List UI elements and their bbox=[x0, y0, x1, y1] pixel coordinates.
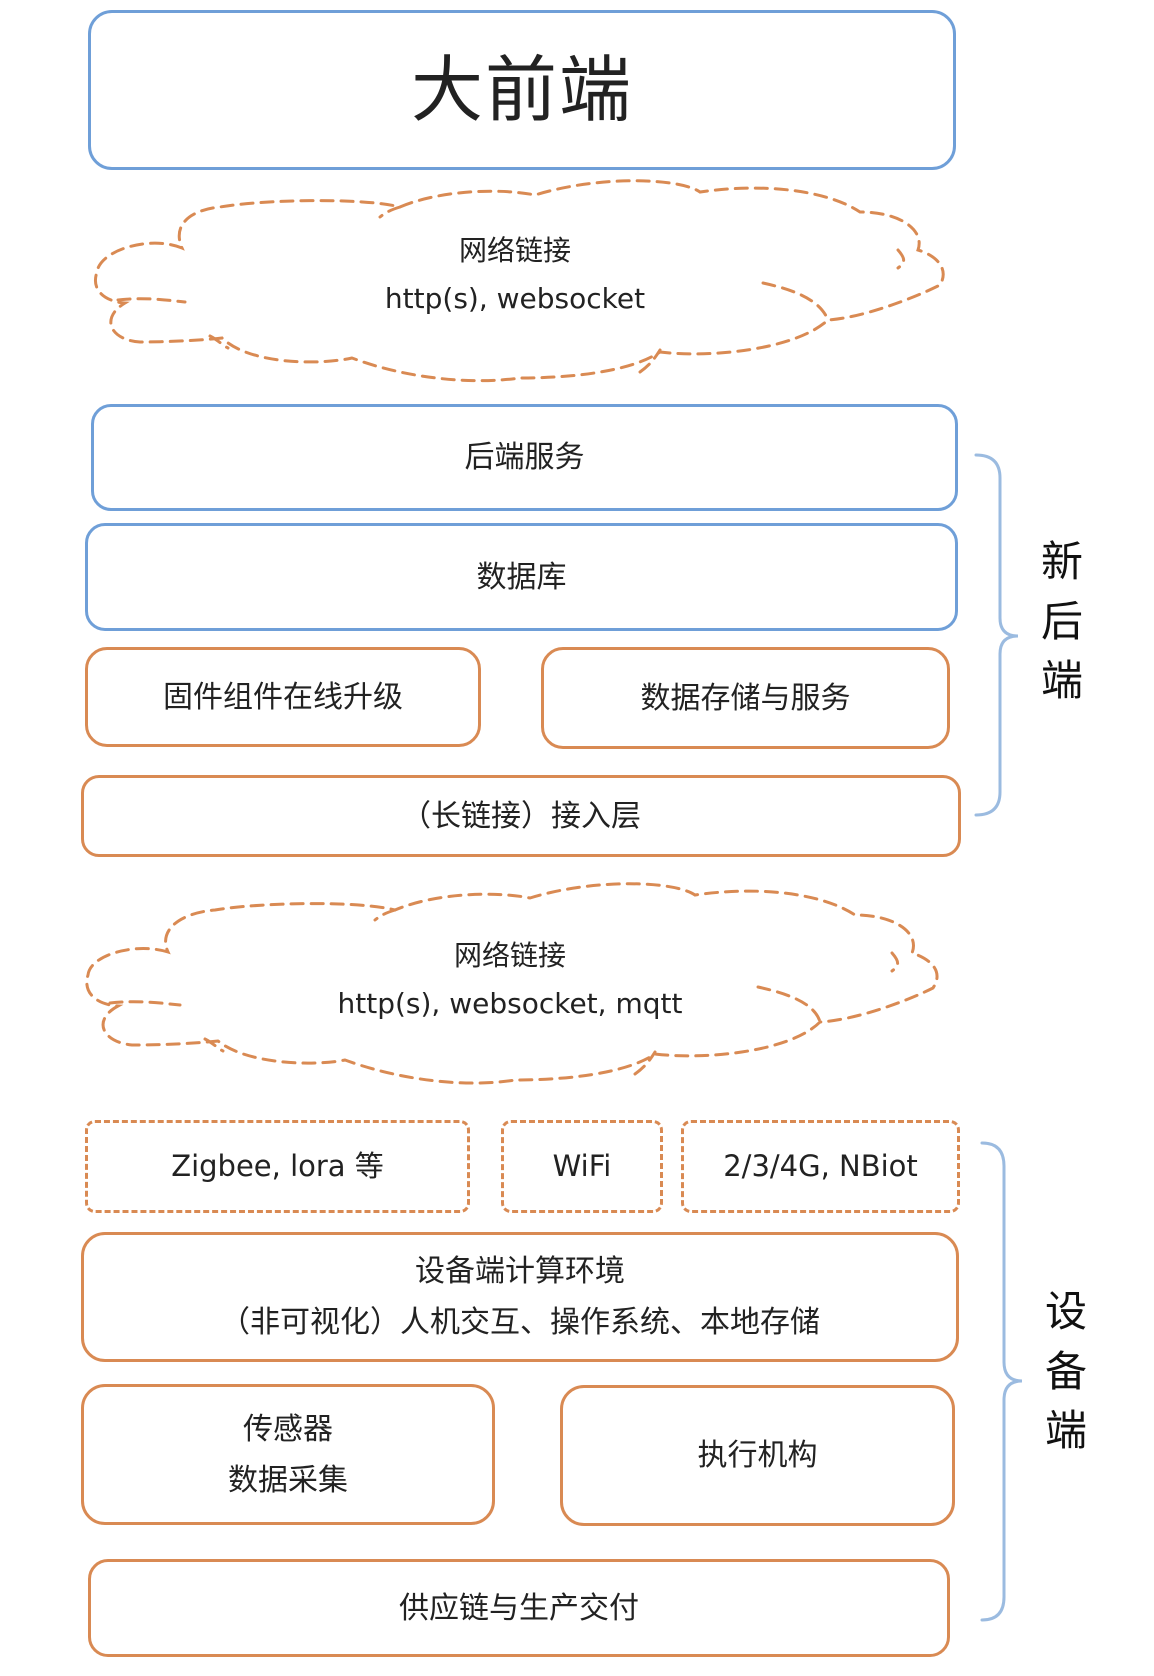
backend-group-label: 新 后 端 bbox=[1040, 537, 1083, 706]
backend-service-label: 后端服务 bbox=[464, 440, 585, 475]
cloud-upper-outline bbox=[94, 179, 945, 383]
access-layer-label: （长链接）接入层 bbox=[401, 798, 641, 834]
net-zigbee-label: Zigbee, lora 等 bbox=[171, 1148, 384, 1183]
sensor-box: 传感器 数据采集 bbox=[81, 1384, 495, 1525]
brace-backend bbox=[974, 453, 1019, 817]
cloud-upper-protocols: http(s), websocket bbox=[384, 281, 646, 315]
firmware-ota-box: 固件组件在线升级 bbox=[85, 647, 481, 747]
access-layer-box: （长链接）接入层 bbox=[81, 775, 961, 857]
data-storage-label: 数据存储与服务 bbox=[640, 680, 851, 716]
net-cellular-box: 2/3/4G, NBiot bbox=[681, 1120, 960, 1213]
actuator-label: 执行机构 bbox=[697, 1438, 818, 1473]
cloud-lower-title: 网络链接 bbox=[453, 939, 566, 972]
cloud-lower-outline bbox=[85, 882, 939, 1085]
device-group-label: 设 备 端 bbox=[1044, 1287, 1087, 1456]
device-compute-title: 设备端计算环境 bbox=[415, 1254, 625, 1289]
backend-service-box: 后端服务 bbox=[91, 404, 958, 511]
device-compute-box: 设备端计算环境 （非可视化）人机交互、操作系统、本地存储 bbox=[81, 1232, 959, 1362]
data-storage-box: 数据存储与服务 bbox=[541, 647, 950, 749]
net-cellular-label: 2/3/4G, NBiot bbox=[723, 1148, 918, 1183]
device-compute-detail: （非可视化）人机交互、操作系统、本地存储 bbox=[220, 1305, 820, 1340]
sensor-detail: 数据采集 bbox=[228, 1462, 348, 1498]
cloud-lower-protocols: http(s), websocket, mqtt bbox=[337, 986, 683, 1020]
frontend-box: 大前端 bbox=[88, 10, 956, 170]
net-wifi-box: WiFi bbox=[501, 1120, 663, 1213]
sensor-title: 传感器 bbox=[243, 1411, 333, 1447]
cloud-upper-title: 网络链接 bbox=[458, 234, 571, 267]
net-wifi-label: WiFi bbox=[552, 1148, 612, 1183]
brace-device bbox=[980, 1141, 1023, 1622]
database-box: 数据库 bbox=[85, 523, 958, 631]
cloud-upper: 网络链接 http(s), websocket bbox=[315, 227, 715, 322]
cloud-lower: 网络链接 http(s), websocket, mqtt bbox=[285, 932, 735, 1027]
supply-chain-box: 供应链与生产交付 bbox=[88, 1559, 950, 1657]
actuator-box: 执行机构 bbox=[560, 1385, 955, 1526]
firmware-ota-label: 固件组件在线升级 bbox=[163, 679, 403, 715]
frontend-title: 大前端 bbox=[410, 47, 633, 132]
database-label: 数据库 bbox=[476, 559, 567, 595]
supply-chain-label: 供应链与生产交付 bbox=[399, 1590, 639, 1626]
net-zigbee-box: Zigbee, lora 等 bbox=[85, 1120, 470, 1213]
